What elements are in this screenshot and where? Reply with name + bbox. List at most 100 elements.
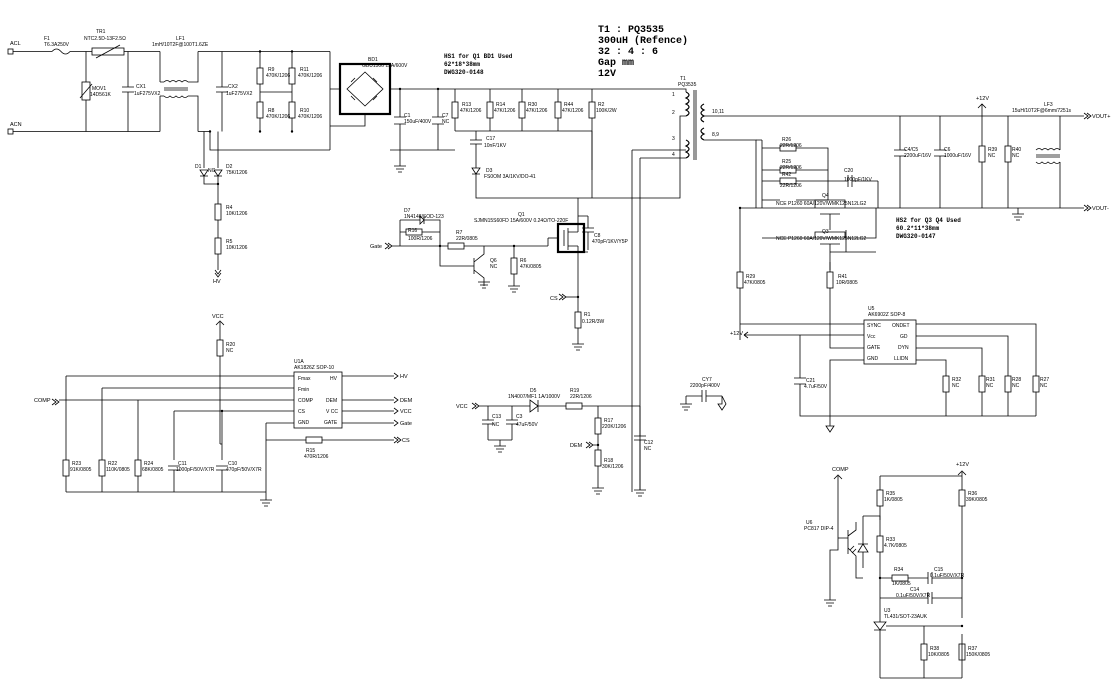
ref: Q1 <box>518 212 525 218</box>
p12v-label: +12V <box>730 331 743 337</box>
resistor-r32 <box>942 375 950 393</box>
diode-d3 <box>471 160 592 199</box>
resistor-r10 <box>288 101 296 119</box>
pin: 4 <box>672 152 675 158</box>
ref: R42 <box>782 172 791 178</box>
ref: C11 <box>178 461 187 467</box>
value: AK6902Z SOP-8 <box>868 312 905 318</box>
bulk-capacitor-section: C1 150uF/400V C7 NC <box>390 87 680 173</box>
resistor-r7 <box>447 242 465 250</box>
bridge-rectifier-bd1: BD1 GBU1506 15A/600V <box>329 51 420 150</box>
pin: Fmin <box>298 387 309 393</box>
acn-label: ACN <box>10 122 22 128</box>
ref: R27 <box>1040 377 1049 383</box>
resistor-r29 <box>736 271 744 289</box>
varistor-mov1 <box>81 81 91 101</box>
capacitor-c4c5 <box>894 116 906 208</box>
sync-rectifier-section: R26 22R/1206 R25 22R/1206 R42 22R/1206 C… <box>736 137 890 349</box>
ref: C6 <box>944 147 951 153</box>
ref: R24 <box>144 461 153 467</box>
capacitor-c20 <box>840 175 879 208</box>
ref: U6 <box>806 520 813 526</box>
vout-pos-label: VOUT+ <box>1092 114 1111 120</box>
value: 2200pF/400V <box>690 383 721 389</box>
value: GBU1506 15A/600V <box>362 63 408 69</box>
ref: C10 <box>228 461 237 467</box>
pin: GND <box>867 356 879 362</box>
ref: C15 <box>934 567 943 573</box>
value: NTC2.5D-13F2.5Ω <box>84 36 126 42</box>
value: 14D561K <box>90 92 112 98</box>
ref: R16 <box>408 228 417 234</box>
value: NC <box>442 119 450 125</box>
shunt-regulator-u3 <box>873 618 924 678</box>
value: NC <box>952 383 960 389</box>
choke-lf1: LF1 1mH/10T2F@100T1.6ZE <box>152 36 209 132</box>
value: NC <box>988 153 996 159</box>
ref: R28 <box>1012 377 1021 383</box>
note-line: T1 : PQ3535 <box>598 25 664 36</box>
value: 75K/1206 <box>226 170 248 176</box>
pin: CS <box>298 409 306 415</box>
ref: R5 <box>226 239 233 245</box>
pin: GD <box>900 334 908 340</box>
ref: R4 <box>226 205 233 211</box>
mosfet-q3 <box>762 208 877 270</box>
pin: GND <box>298 420 310 426</box>
value: 22R/1206 <box>780 165 802 171</box>
resistor-r35 <box>876 489 884 507</box>
value: 47K/1206 <box>526 108 548 114</box>
ref: R40 <box>1012 147 1021 153</box>
ref: U1A <box>294 359 304 365</box>
pin: 3 <box>672 136 675 142</box>
resistor-r5 <box>214 237 222 255</box>
ref: R17 <box>604 418 613 424</box>
ref: T1 <box>680 76 686 82</box>
pin: SYNC <box>867 323 881 329</box>
value: 470K/1206 <box>298 114 322 120</box>
resistor-r36 <box>958 489 966 507</box>
pwm-controller-u1a: VCC R20 NC U1A AK1826Z SOP-10 Fmax Fmin … <box>34 314 413 507</box>
note-line: HS1 for Q1 BD1 Used <box>444 53 513 60</box>
resistor-r6 <box>510 257 518 275</box>
dem-port-label: DEM <box>400 398 413 404</box>
acn-terminal <box>7 128 14 135</box>
value: 10R/0805 <box>836 280 858 286</box>
value: 1N4148/SOD-123 <box>404 214 444 220</box>
gate-port-label: Gate <box>370 244 382 250</box>
ref: C14 <box>910 587 919 593</box>
value: 22R/0805 <box>456 236 478 242</box>
value: 220K/1206 <box>602 424 626 430</box>
pin: DEM <box>326 398 337 404</box>
ref: U5 <box>868 306 875 312</box>
pin: ONDET <box>892 323 910 329</box>
resistor-r27 <box>1032 375 1040 393</box>
capacitor-cx1 <box>122 51 134 132</box>
value: NC <box>644 446 652 452</box>
value: 0.1uF/50V/X7R <box>930 573 965 579</box>
value: 15uH/10T2F@6mm/7251s <box>1012 108 1071 114</box>
ref: CX1 <box>136 84 146 90</box>
ref: CY7 <box>702 377 712 383</box>
value: PC817 DIP-4 <box>804 526 834 532</box>
resistor-r38 <box>920 643 928 661</box>
pin: 2 <box>672 110 675 116</box>
mosfet-q4 <box>814 199 846 230</box>
ref: R34 <box>894 567 903 573</box>
resistor-r39 <box>978 145 986 163</box>
mosfet-q1-section: Q1 SJMN15S60FD 15A/600V 0.24Ω/TO-220F C8… <box>474 198 629 351</box>
value: 1000pF/50V/X7R <box>176 467 215 473</box>
ref: D7 <box>404 208 411 214</box>
acl-label: ACL <box>10 41 21 47</box>
value: 10K/0805 <box>928 652 950 658</box>
pin: V CC <box>326 409 338 415</box>
comp-port-label: COMP <box>34 398 51 404</box>
value: 4.7K/0805 <box>884 543 907 549</box>
value: 91K/0805 <box>70 467 92 473</box>
ref: R9 <box>268 67 275 73</box>
ref: D3 <box>486 168 493 174</box>
t1-note: T1 : PQ3535 300uH (Refence) 32 : 4 : 6 G… <box>598 25 688 80</box>
ref: R38 <box>930 646 939 652</box>
resistor-r14 <box>486 101 494 119</box>
value: NCE P1260 60A/120V/WMK125N12LG2 <box>776 201 867 207</box>
